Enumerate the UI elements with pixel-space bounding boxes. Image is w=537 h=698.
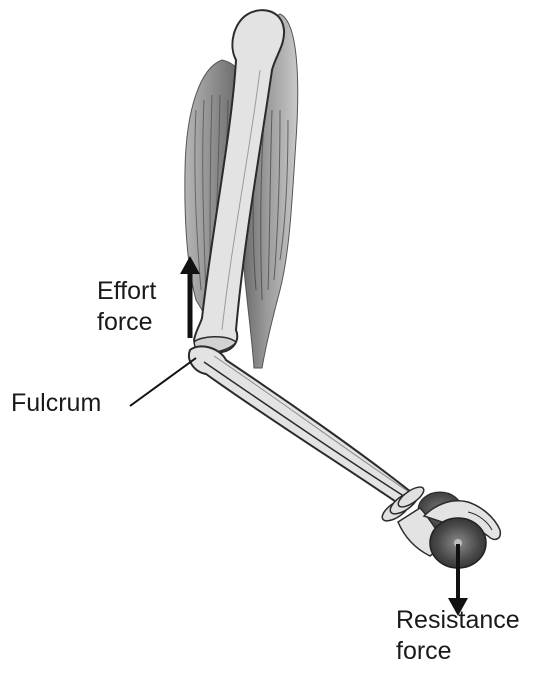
effort-force-label: Effort force <box>97 276 156 338</box>
fulcrum-label: Fulcrum <box>11 388 101 419</box>
effort-label-line1: Effort <box>97 276 156 307</box>
fulcrum-leader-line <box>130 358 196 406</box>
resistance-label-line2: force <box>396 636 520 667</box>
resistance-force-label: Resistance force <box>396 605 520 667</box>
effort-label-line2: force <box>97 307 156 338</box>
resistance-label-line1: Resistance <box>396 605 520 636</box>
forearm-bones <box>189 346 416 506</box>
